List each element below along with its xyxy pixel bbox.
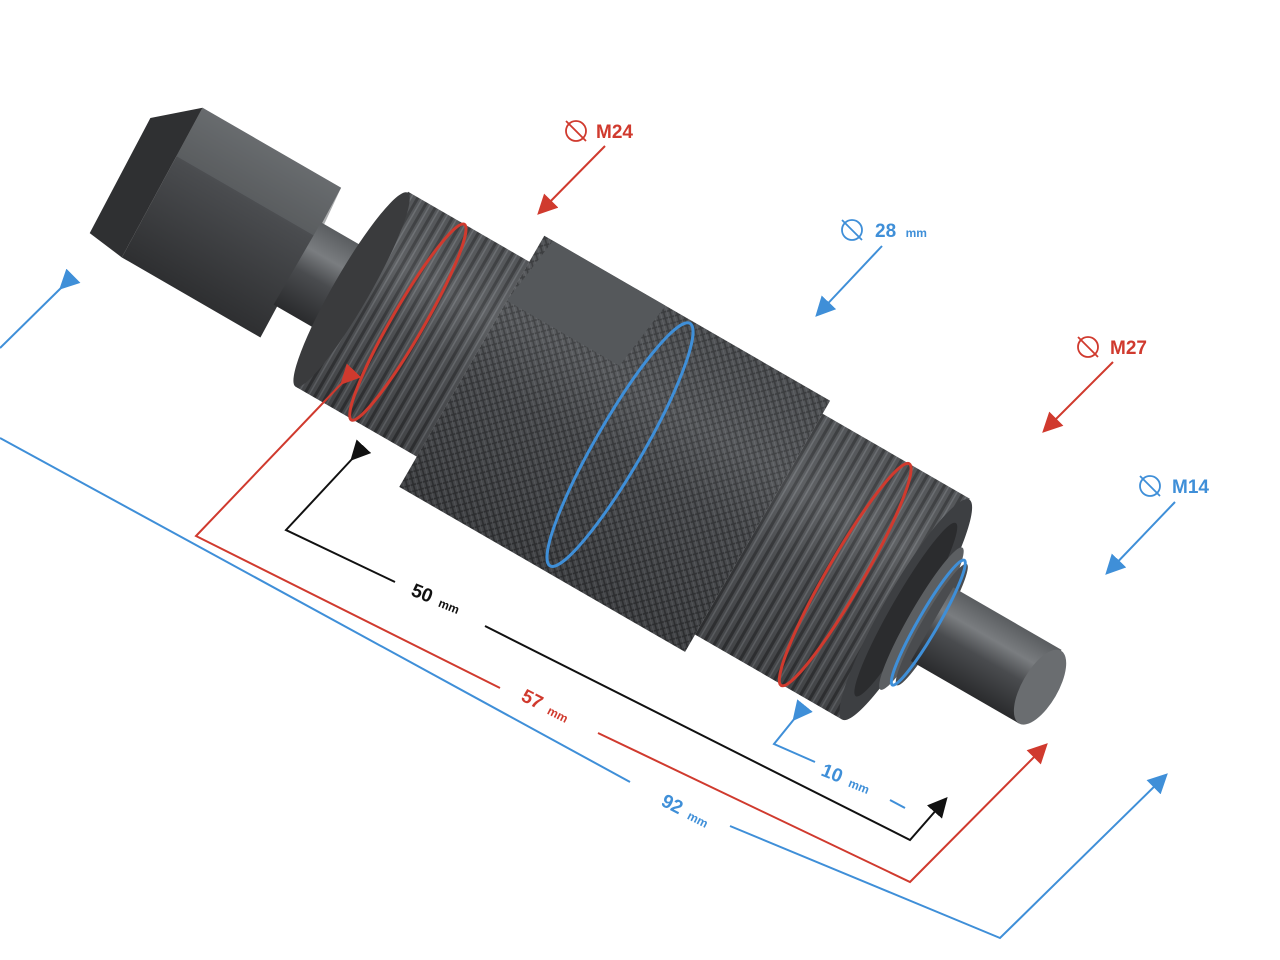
svg-text:57 mm: 57 mm [518,686,573,728]
neck [273,222,374,335]
callout-m14-label: M14 [1172,477,1209,498]
callout-m24: M24 [537,120,633,215]
svg-text:28 mm: 28 mm [875,221,927,242]
m24-band [348,222,468,422]
knurled-section [399,235,831,652]
diameter-icon [1139,475,1161,497]
diameter-icon [841,219,863,241]
hex-head [89,107,342,338]
callout-28mm: 28 mm [815,219,927,317]
callout-m27: M27 [1042,336,1147,433]
m14-band [889,558,967,687]
thread-section-m27 [695,413,973,721]
dim-92-value: 92 [658,791,686,819]
diameter-icon [1077,336,1099,358]
pin-tip [910,587,1067,725]
dim-57-value: 57 [518,686,546,714]
svg-text:50 mm: 50 mm [408,580,463,619]
svg-text:92 mm: 92 mm [658,791,713,833]
thread-section-m24 [293,191,530,457]
diameter-icon [565,120,587,142]
callout-m24-label: M24 [596,122,633,143]
d28-band [545,321,695,568]
callout-m14: M14 [1105,475,1209,575]
dimension-10mm: 10 mm [772,699,906,809]
m27-band [777,461,913,688]
dim-57-unit: mm [545,704,570,726]
dim-50-value: 50 [408,580,435,607]
dim-50-unit: mm [436,596,461,617]
dim-10-value: 10 [818,760,845,787]
callout-m27-label: M27 [1110,338,1147,359]
callout-28-unit: mm [906,226,927,240]
dim-10-unit: mm [846,776,871,797]
callout-28-value: 28 [875,221,896,242]
dim-92-unit: mm [685,809,710,831]
svg-text:10 mm: 10 mm [818,760,873,799]
flywheel-puller-tool [89,107,1067,725]
